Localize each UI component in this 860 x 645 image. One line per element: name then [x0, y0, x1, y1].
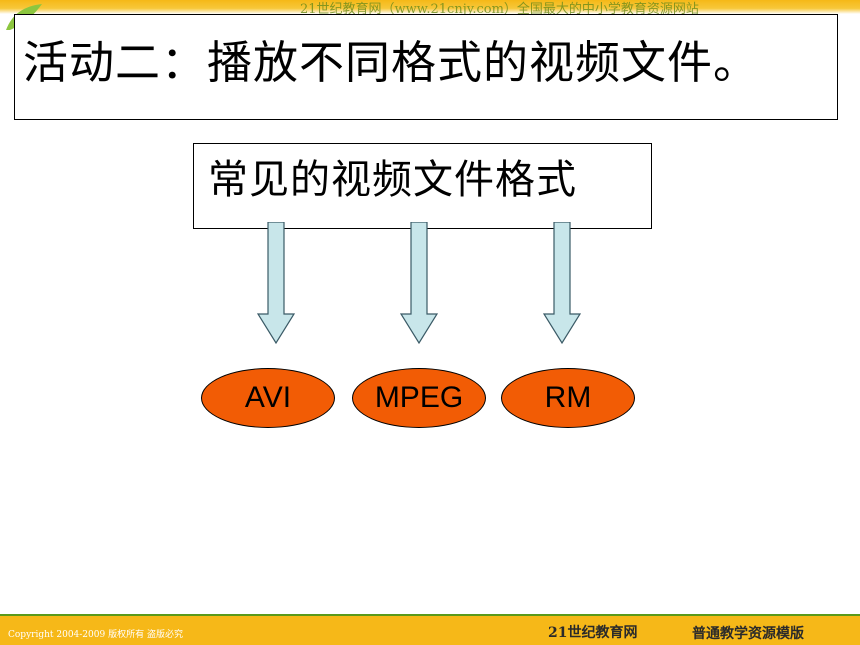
video-format-box: 常见的视频文件格式: [193, 143, 652, 229]
top-decorative-band: [0, 0, 860, 14]
footer-tagline: 普通教学资源模版: [692, 626, 804, 642]
down-arrow-icon: [543, 222, 581, 344]
title-box: 活动二：播放不同格式的视频文件。: [14, 14, 838, 120]
down-arrow-icon: [400, 222, 438, 344]
down-arrow-icon: [257, 222, 295, 344]
footer-divider-line: [0, 614, 860, 617]
header-banner-text: 21世纪教育网（www.21cnjy.com）全国最大的中小学教育资源网站: [300, 2, 699, 17]
format-oval-mpeg: MPEG: [352, 368, 486, 428]
format-oval-avi: AVI: [201, 368, 335, 428]
format-oval-rm: RM: [501, 368, 635, 428]
footer-brand: 21世纪教育网: [548, 625, 638, 641]
slide-title: 活动二：播放不同格式的视频文件。: [23, 36, 760, 89]
footer-copyright: Copyright 2004-2009 版权所有 盗版必究: [8, 630, 183, 640]
footer-band: [0, 616, 860, 645]
video-format-heading: 常见的视频文件格式: [208, 157, 577, 203]
